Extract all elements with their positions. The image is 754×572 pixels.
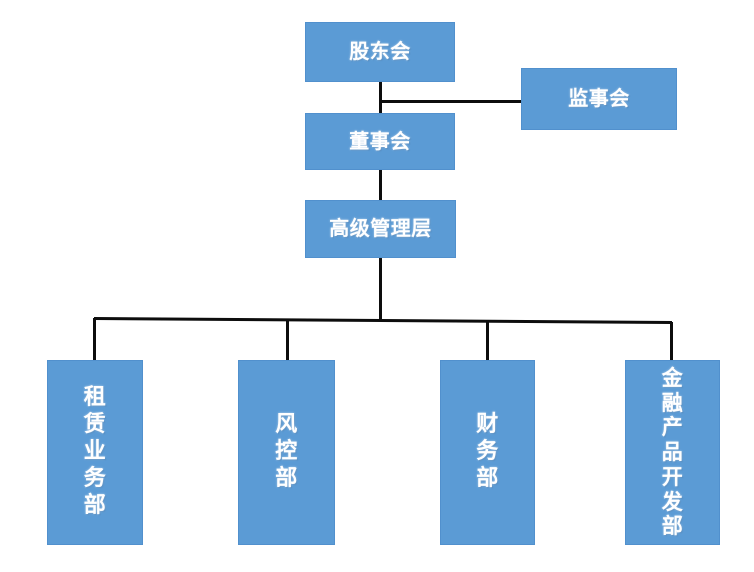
node-shareholders-meeting[interactable]: 股东会 [305, 22, 455, 82]
connector-distribution-bus [93, 317, 673, 324]
node-label: 高级管理层 [329, 216, 432, 241]
node-department-finance[interactable]: 财 务 部 [440, 360, 535, 545]
node-label: 金 融 产 品 开 发 部 [661, 365, 684, 539]
node-label: 风 控 部 [275, 412, 298, 491]
node-label: 监事会 [568, 86, 630, 111]
node-department-risk-control[interactable]: 风 控 部 [238, 360, 335, 545]
node-department-financial-product-development[interactable]: 金 融 产 品 开 发 部 [625, 360, 720, 545]
node-label: 财 务 部 [476, 412, 499, 491]
node-label: 董事会 [349, 128, 411, 153]
node-board-of-supervisors[interactable]: 监事会 [521, 68, 677, 130]
node-label: 租 赁 业 务 部 [83, 385, 107, 518]
node-department-leasing[interactable]: 租 赁 业 务 部 [47, 360, 143, 545]
node-senior-management[interactable]: 高级管理层 [305, 200, 456, 258]
node-label: 股东会 [349, 39, 411, 64]
node-board-of-directors[interactable]: 董事会 [305, 113, 455, 170]
